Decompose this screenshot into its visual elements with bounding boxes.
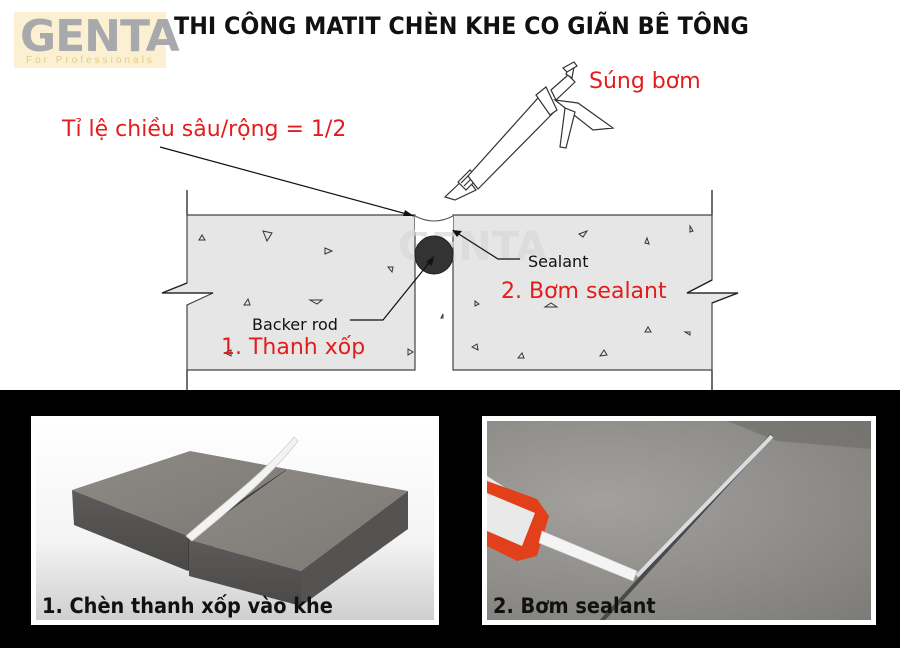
backer-rod-label: Backer rod: [252, 315, 338, 334]
logo-tagline: For Professionals: [26, 55, 155, 66]
photo-caption-step-1: 1. Chèn thanh xốp vào khe: [42, 594, 333, 618]
backer-rod-circle: [414, 235, 454, 275]
logo-brand: GENTA: [20, 11, 180, 62]
genta-logo: GENTA For Professionals: [14, 12, 180, 68]
joint-cross-section-diagram: GENTA: [159, 61, 739, 390]
photo-panel-step-1: 1. Chèn thanh xốp vào khe: [31, 416, 439, 625]
page-title: THI CÔNG MATIT CHÈN KHE CO GIÃN BÊ TÔNG: [174, 12, 749, 40]
backer-rod-step-label: 1. Thanh xốp: [221, 335, 366, 360]
caulking-gun-label: Súng bơm: [589, 69, 701, 94]
caulking-gun-icon: [443, 61, 615, 201]
sealant-label: Sealant: [528, 252, 589, 271]
ratio-label: Tỉ lệ chiều sâu/rộng = 1/2: [62, 117, 347, 142]
photo-concrete-blocks: 1. Chèn thanh xốp vào khe: [36, 421, 434, 620]
right-concrete-slab: [452, 190, 739, 390]
sealant-step-label: 2. Bơm sealant: [501, 279, 667, 304]
photo-panel-step-2: 2. Bơm sealant: [482, 416, 876, 625]
aggregate-marks: [198, 224, 694, 359]
left-concrete-slab: [161, 190, 416, 390]
concrete-blocks-illustration: [72, 436, 408, 606]
photo-sealant-application: 2. Bơm sealant: [487, 421, 871, 620]
sealant-application-illustration: [487, 421, 871, 620]
photo-caption-step-2: 2. Bơm sealant: [493, 594, 656, 618]
